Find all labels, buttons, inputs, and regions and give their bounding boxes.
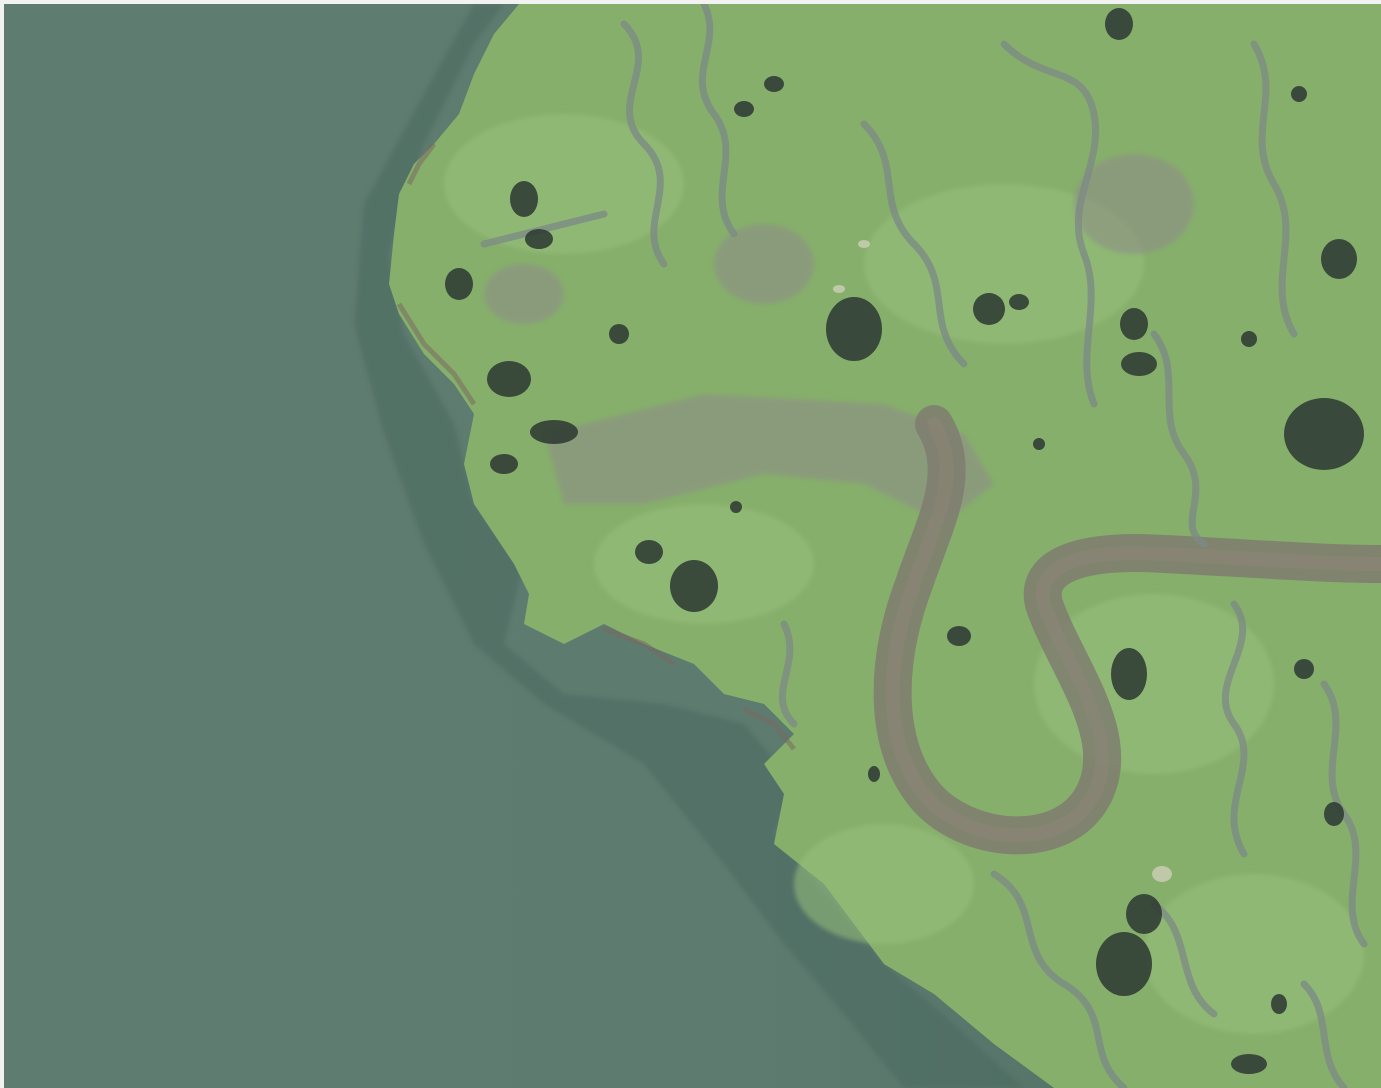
marsh-ponds: [445, 8, 1364, 1074]
shoreline-edge: [396, 142, 796, 751]
nearshore-shallows: [354, 4, 1024, 1088]
tidal-river-center: [885, 417, 1381, 843]
mudflats: [484, 154, 1194, 524]
pale-clearings: [833, 240, 1172, 882]
aerial-photo: [4, 4, 1381, 1088]
tidal-channels: [480, 4, 1368, 1088]
